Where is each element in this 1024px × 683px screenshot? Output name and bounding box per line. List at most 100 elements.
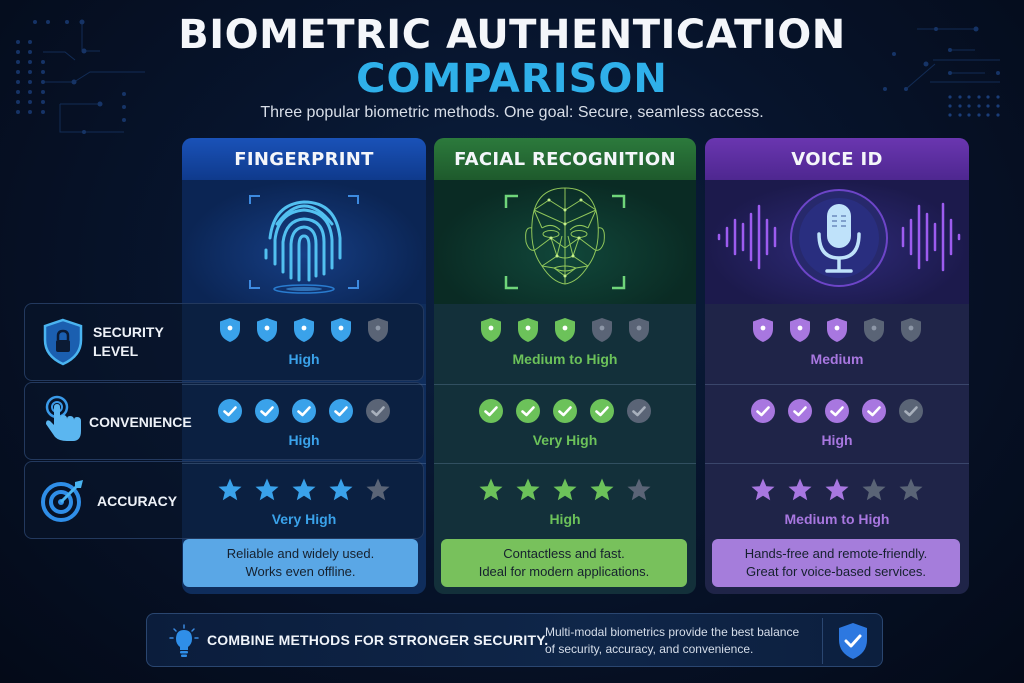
rating-indicators: [217, 398, 391, 424]
rating-value: Medium: [810, 351, 864, 367]
footer-text-line: of security, accuracy, and convenience.: [545, 642, 754, 656]
footer-divider: [822, 618, 823, 664]
star-filled-icon: [255, 478, 279, 501]
fingerprint-icon: [249, 195, 359, 294]
description-line: Ideal for modern applications.: [478, 564, 650, 579]
shield-lock-icon: [43, 318, 83, 366]
rating-value: High: [549, 511, 581, 527]
rating-indicators: [478, 477, 652, 503]
rating-cell: Very High: [182, 463, 426, 543]
row-label-accuracy: ACCURACY: [24, 461, 424, 539]
rating-cell: Medium to High: [434, 304, 696, 384]
shield-filled-icon: [555, 318, 575, 342]
row-label-text: ACCURACY: [97, 493, 178, 509]
footer-text-line: Multi-modal biometrics provide the best …: [545, 625, 800, 639]
check-filled-icon: [218, 399, 242, 423]
row-label-text: CONVENIENCE: [89, 414, 192, 430]
footer-callout: COMBINE METHODS FOR STRONGER SECURITY. M…: [146, 613, 883, 667]
face-mesh-icon: [504, 187, 626, 290]
star-empty-icon: [862, 478, 886, 501]
footer-text: Multi-modal biometrics provide the best …: [545, 624, 825, 658]
star-filled-icon: [751, 478, 775, 501]
description-line: Reliable and widely used.: [226, 546, 375, 561]
rating-cell: High: [705, 384, 969, 464]
rating-indicators: [750, 398, 924, 424]
lightbulb-icon: [169, 624, 199, 657]
star-filled-icon: [553, 478, 577, 501]
check-filled-icon: [516, 399, 540, 423]
shield-filled-icon: [518, 318, 538, 342]
rating-value: High: [288, 432, 320, 448]
column-title: FINGERPRINT: [182, 138, 426, 180]
description-line: Contactless and fast.: [503, 546, 625, 561]
rating-cell: Very High: [434, 384, 696, 464]
shield-empty-icon: [901, 318, 921, 342]
description-voice-id: Hands-free and remote-friendly. Great fo…: [712, 539, 960, 587]
shield-empty-icon: [629, 318, 649, 342]
rating-value: High: [288, 351, 320, 367]
check-filled-icon: [553, 399, 577, 423]
check-empty-icon: [627, 399, 651, 423]
description-facial-recognition: Contactless and fast. Ideal for modern a…: [441, 539, 687, 587]
rating-value: High: [821, 432, 853, 448]
touch-hand-icon: [45, 395, 81, 441]
star-filled-icon: [479, 478, 503, 501]
star-empty-icon: [627, 478, 651, 501]
microphone-icon: [717, 189, 961, 287]
rating-indicators: [478, 398, 652, 424]
shield-empty-icon: [864, 318, 884, 342]
star-empty-icon: [366, 478, 390, 501]
check-filled-icon: [479, 399, 503, 423]
star-filled-icon: [590, 478, 614, 501]
rating-cell: High: [434, 463, 696, 543]
check-filled-icon: [329, 399, 353, 423]
check-filled-icon: [751, 399, 775, 423]
check-filled-icon: [255, 399, 279, 423]
description-line: Works even offline.: [245, 564, 356, 579]
description-line: Hands-free and remote-friendly.: [744, 546, 928, 561]
column-title: FACIAL RECOGNITION: [434, 138, 696, 180]
description-line: Great for voice-based services.: [746, 564, 926, 579]
shield-filled-icon: [481, 318, 501, 342]
page-title-accent: COMPARISON: [356, 56, 668, 102]
shield-empty-icon: [368, 318, 388, 342]
target-icon: [41, 480, 83, 522]
rating-value: Very High: [271, 511, 337, 527]
description-fingerprint: Reliable and widely used. Works even off…: [183, 539, 418, 587]
star-empty-icon: [899, 478, 923, 501]
check-empty-icon: [899, 399, 923, 423]
shield-filled-icon: [753, 318, 773, 342]
shield-filled-icon: [790, 318, 810, 342]
shield-filled-icon: [220, 318, 240, 342]
shield-filled-icon: [257, 318, 277, 342]
check-filled-icon: [292, 399, 316, 423]
column-title: VOICE ID: [705, 138, 969, 180]
page-subtitle: Three popular biometric methods. One goa…: [260, 104, 764, 121]
rating-indicators: [750, 477, 924, 503]
check-empty-icon: [366, 399, 390, 423]
row-label-convenience: CONVENIENCE: [24, 382, 424, 460]
check-filled-icon: [788, 399, 812, 423]
shield-empty-icon: [592, 318, 612, 342]
star-filled-icon: [825, 478, 849, 501]
shield-filled-icon: [827, 318, 847, 342]
rating-indicators: [750, 317, 924, 343]
rating-indicators: [478, 317, 652, 343]
rating-cell: High: [182, 384, 426, 464]
page-title: BIOMETRIC AUTHENTICATION: [178, 12, 846, 58]
rating-indicators: [217, 317, 391, 343]
star-filled-icon: [292, 478, 316, 501]
rating-value: Medium to High: [784, 511, 890, 527]
column-voice-id: VOICE ID: [705, 138, 969, 594]
rating-indicators: [217, 477, 391, 503]
row-label-security-level: SECURITY LEVEL: [24, 303, 424, 381]
rating-cell: Medium to High: [705, 463, 969, 543]
shield-filled-icon: [294, 318, 314, 342]
footer-title: COMBINE METHODS FOR STRONGER SECURITY.: [207, 632, 549, 648]
row-label-text: LEVEL: [93, 343, 139, 359]
star-filled-icon: [218, 478, 242, 501]
star-filled-icon: [516, 478, 540, 501]
shield-filled-icon: [331, 318, 351, 342]
face-visual: [434, 180, 696, 304]
rating-value: Medium to High: [512, 351, 618, 367]
